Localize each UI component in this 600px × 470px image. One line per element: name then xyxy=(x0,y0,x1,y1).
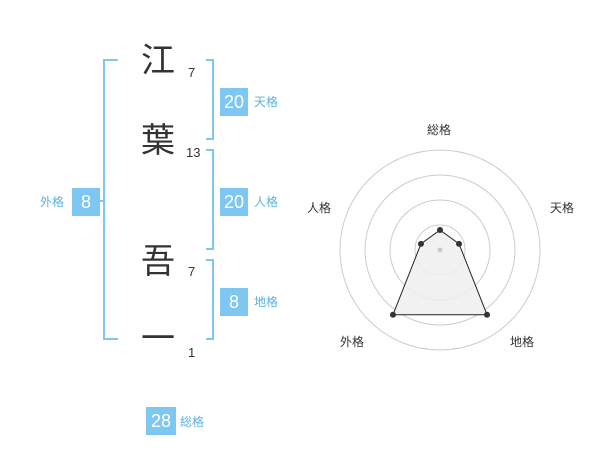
soukaku-label: 総格 xyxy=(180,415,205,429)
gaikaku-label: 外格 xyxy=(40,195,65,209)
radar-label-gaikaku: 外格 xyxy=(340,335,365,349)
radar-point-1 xyxy=(437,227,443,233)
jinkaku-bracket xyxy=(206,149,214,250)
radar-label-chikaku: 地格 xyxy=(510,335,535,349)
name-char-4: 一 xyxy=(141,319,175,359)
stroke-count-4: 1 xyxy=(188,345,196,360)
radar-point-3 xyxy=(484,311,491,318)
name-char-1: 江 xyxy=(141,41,175,81)
stroke-count-2: 13 xyxy=(186,145,201,160)
radar-center xyxy=(437,247,443,253)
radar-label-tenkaku: 天格 xyxy=(550,201,575,215)
tenkaku-label: 天格 xyxy=(254,95,279,109)
gaikaku-bracket xyxy=(103,59,118,340)
chikaku-badge: 8 xyxy=(220,288,248,316)
tenkaku-badge: 20 xyxy=(220,88,248,116)
radar-ring-4 xyxy=(339,149,541,351)
jinkaku-label: 人格 xyxy=(254,195,279,209)
gaikaku-badge: 8 xyxy=(72,188,100,216)
jinkaku-badge: 20 xyxy=(220,188,248,216)
radar-point-4 xyxy=(389,311,396,318)
stroke-count-1: 7 xyxy=(188,65,196,80)
radar-area xyxy=(392,229,488,316)
tenkaku-bracket xyxy=(206,59,214,140)
name-char-3: 吾 xyxy=(141,242,175,282)
chikaku-label: 地格 xyxy=(254,295,279,309)
name-char-2: 葉 xyxy=(141,121,175,161)
chikaku-bracket xyxy=(206,259,214,340)
radar-label-jinkaku: 人格 xyxy=(307,201,332,215)
radar-label-soukaku: 総格 xyxy=(427,123,452,137)
radar-point-2 xyxy=(456,240,463,247)
radar-point-5 xyxy=(417,240,424,247)
soukaku-badge: 28 xyxy=(146,407,176,435)
radar-ring-3 xyxy=(364,174,516,326)
stroke-count-3: 7 xyxy=(188,264,196,279)
